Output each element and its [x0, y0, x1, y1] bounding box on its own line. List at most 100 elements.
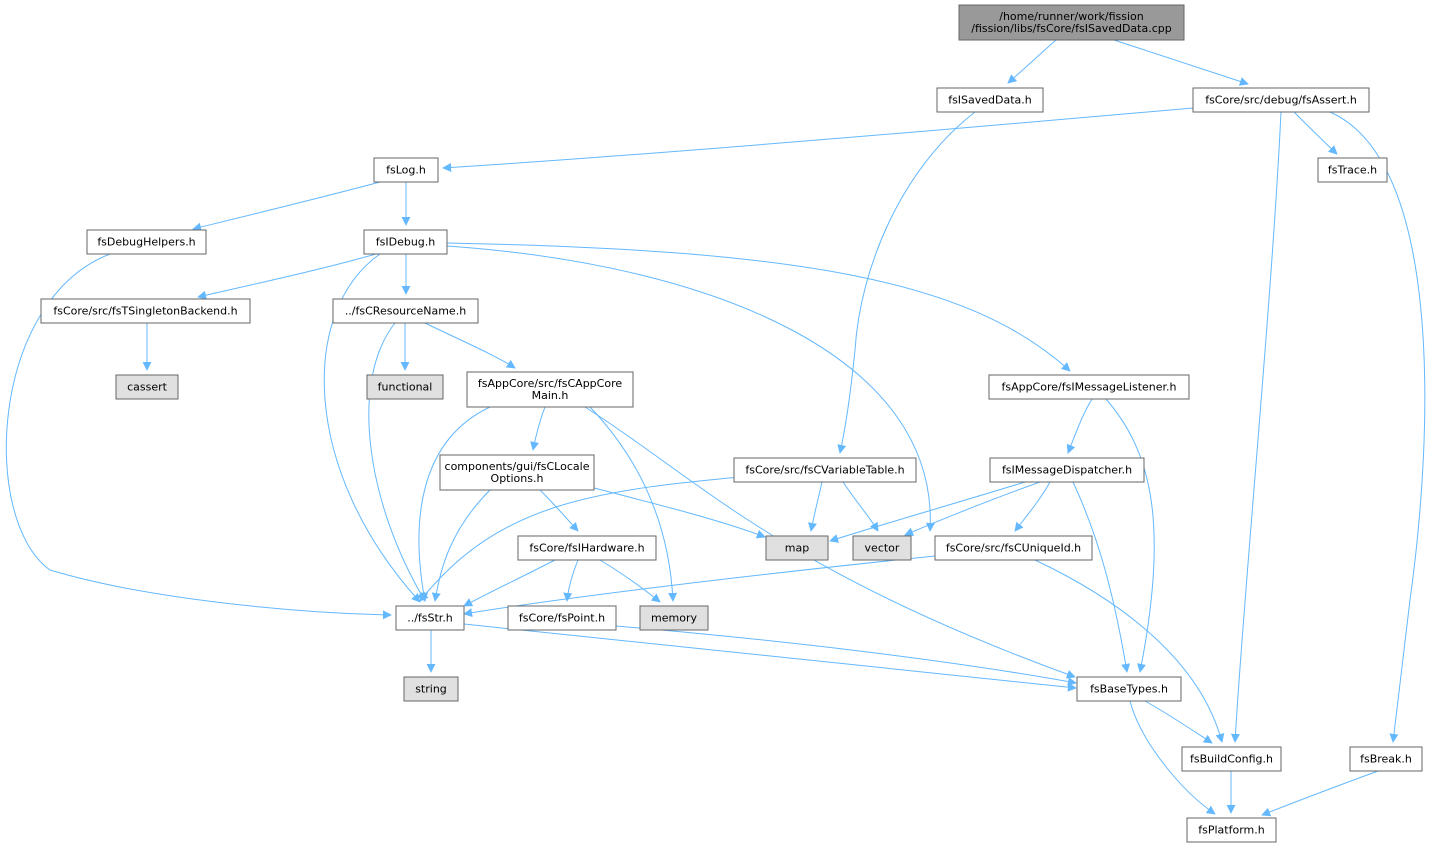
node-fsBaseTypes_h[interactable]: fsBaseTypes.h: [1076, 676, 1182, 702]
edge-fsCLocaleOptions_h-to-fsIHardware_h: [539, 489, 579, 532]
node-fsISavedData_h[interactable]: fsISavedData.h: [936, 87, 1044, 113]
edge-fsBaseTypes_h-to-fsPlatform_h: [1129, 700, 1216, 815]
nodes-layer: /home/runner/work/fission/fission/libs/f…: [40, 4, 1423, 843]
edge-fsCAppCoreMain_h-to-fsStr_h: [418, 406, 491, 602]
node-box: [1181, 746, 1282, 772]
edge-fsBaseTypes_h-to-fsBuildConfig_h: [1144, 700, 1213, 744]
edge-fsDebugHelpers_h-to-fsStr_h: [5, 253, 392, 620]
node-fsIMessageListener_h[interactable]: fsAppCore/fsIMessageListener.h: [988, 374, 1190, 400]
edge-fsCAppCoreMain_h-to-fsBaseTypes_h: [584, 406, 1076, 679]
node-label: fsCore/src/fsTSingletonBackend.h: [53, 305, 237, 318]
node-box: [507, 605, 617, 631]
edge-fsIMessageListener_h-to-fsBaseTypes_h: [1105, 398, 1155, 673]
edge-fsStr_h-to-fsBaseTypes_h: [463, 623, 1077, 692]
node-fsPlatform_h[interactable]: fsPlatform.h: [1186, 817, 1277, 843]
node-box: [765, 535, 829, 561]
node-box: [989, 457, 1145, 483]
node-fsIHardware_h[interactable]: fsCore/fsIHardware.h: [517, 535, 657, 561]
node-fsDebugHelpers_h[interactable]: fsDebugHelpers.h: [86, 229, 207, 255]
node-label: fsCore/fsPoint.h: [519, 612, 605, 625]
node-label: fsCore/fsIHardware.h: [529, 542, 644, 555]
node-label: fsAppCore/fsIMessageListener.h: [1001, 381, 1176, 394]
edge-fsCUniqueId_h-to-fsBuildConfig_h: [1034, 559, 1225, 743]
node-fsCUniqueId_h[interactable]: fsCore/src/fsCUniqueId.h: [934, 535, 1093, 561]
edge-fsCLocaleOptions_h-to-fsStr_h: [431, 489, 491, 602]
node-label: Options.h: [491, 472, 544, 485]
node-label: components/gui/fsCLocale: [445, 460, 590, 473]
edge-fsCVariableTable_h-to-map: [808, 481, 823, 532]
node-box: [517, 535, 657, 561]
node-fsTrace_h[interactable]: fsTrace.h: [1317, 157, 1388, 183]
node-vector: vector: [852, 535, 912, 561]
edge-root-to-fsAssert_h: [1113, 39, 1249, 86]
node-box: [395, 605, 465, 631]
node-functional: functional: [366, 374, 444, 400]
node-fsIDebug_h[interactable]: fsIDebug.h: [363, 229, 448, 255]
edge-fsIDebug_h-to-vector: [446, 245, 935, 532]
node-fsTSingletonBackend_h[interactable]: fsCore/src/fsTSingletonBackend.h: [40, 298, 251, 324]
edge-fsIDebug_h-to-fsStr_h: [323, 253, 421, 603]
node-label: functional: [378, 381, 433, 394]
node-box: [366, 374, 444, 400]
node-map: map: [765, 535, 829, 561]
node-string: string: [403, 676, 459, 702]
node-fsCVariableTable_h[interactable]: fsCore/src/fsCVariableTable.h: [733, 457, 917, 483]
node-label: fsDebugHelpers.h: [97, 236, 195, 249]
node-box: [934, 535, 1093, 561]
node-box: [403, 676, 459, 702]
node-fsAssert_h[interactable]: fsCore/src/debug/fsAssert.h: [1192, 87, 1370, 113]
node-label: fsCore/src/fsCVariableTable.h: [745, 464, 904, 477]
node-fsBreak_h[interactable]: fsBreak.h: [1349, 746, 1423, 772]
node-box: [1186, 817, 1277, 843]
node-fsIMessageDispatcher_h[interactable]: fsIMessageDispatcher.h: [989, 457, 1145, 483]
node-root[interactable]: /home/runner/work/fission/fission/libs/f…: [958, 4, 1185, 41]
node-box: [852, 535, 912, 561]
node-fsCResourceName_h[interactable]: ../fsCResourceName.h: [332, 298, 479, 324]
node-label: cassert: [127, 381, 168, 394]
edge-fsIDebug_h-to-fsTSingletonBackend_h: [197, 253, 377, 300]
edge-root-to-fsISavedData_h: [1007, 39, 1057, 84]
edge-fsAssert_h-to-fsBreak_h: [1329, 111, 1426, 743]
edge-fsAssert_h-to-fsLog_h: [442, 107, 1194, 172]
node-box: [1192, 87, 1370, 113]
node-label: fsTrace.h: [1328, 164, 1377, 177]
node-box: [733, 457, 917, 483]
node-label: fsISavedData.h: [948, 94, 1032, 107]
node-label: ../fsStr.h: [407, 612, 453, 625]
node-box: [466, 371, 634, 408]
node-label: fsCore/src/debug/fsAssert.h: [1205, 94, 1357, 107]
edge-fsCLocaleOptions_h-to-map: [593, 487, 766, 539]
node-label: memory: [651, 612, 697, 625]
node-label: fsPlatform.h: [1198, 824, 1264, 837]
edge-fsIHardware_h-to-fsPoint_h: [563, 559, 579, 602]
node-box: [332, 298, 479, 324]
node-fsBuildConfig_h[interactable]: fsBuildConfig.h: [1181, 746, 1282, 772]
node-box: [363, 229, 448, 255]
edges-layer: [5, 39, 1426, 817]
node-label: fsCore/src/fsCUniqueId.h: [946, 542, 1081, 555]
node-label: fsLog.h: [386, 164, 426, 177]
edge-fsIMessageDispatcher_h-to-vector: [904, 481, 1041, 536]
edge-fsIHardware_h-to-fsStr_h: [463, 559, 556, 607]
node-fsPoint_h[interactable]: fsCore/fsPoint.h: [507, 605, 617, 631]
node-label: string: [415, 683, 447, 696]
edge-fsAssert_h-to-fsTrace_h: [1293, 111, 1338, 155]
node-fsLog_h[interactable]: fsLog.h: [373, 157, 439, 183]
edge-fsPoint_h-to-fsBaseTypes_h: [615, 625, 1077, 686]
node-box: [958, 4, 1185, 41]
node-cassert: cassert: [115, 374, 179, 400]
node-label: fsIMessageDispatcher.h: [1002, 464, 1132, 477]
node-box: [439, 454, 595, 491]
edge-fsISavedData_h-to-fsCVariableTable_h: [837, 111, 976, 454]
edge-fsIMessageDispatcher_h-to-fsBaseTypes_h: [1072, 481, 1131, 673]
edge-fsIMessageListener_h-to-fsIMessageDispatcher_h: [1066, 398, 1093, 454]
node-box: [1317, 157, 1388, 183]
node-box: [40, 298, 251, 324]
node-fsStr_h[interactable]: ../fsStr.h: [395, 605, 465, 631]
node-label: map: [785, 542, 809, 555]
edge-fsCAppCoreMain_h-to-memory: [589, 406, 678, 602]
node-label: fsBuildConfig.h: [1190, 753, 1273, 766]
